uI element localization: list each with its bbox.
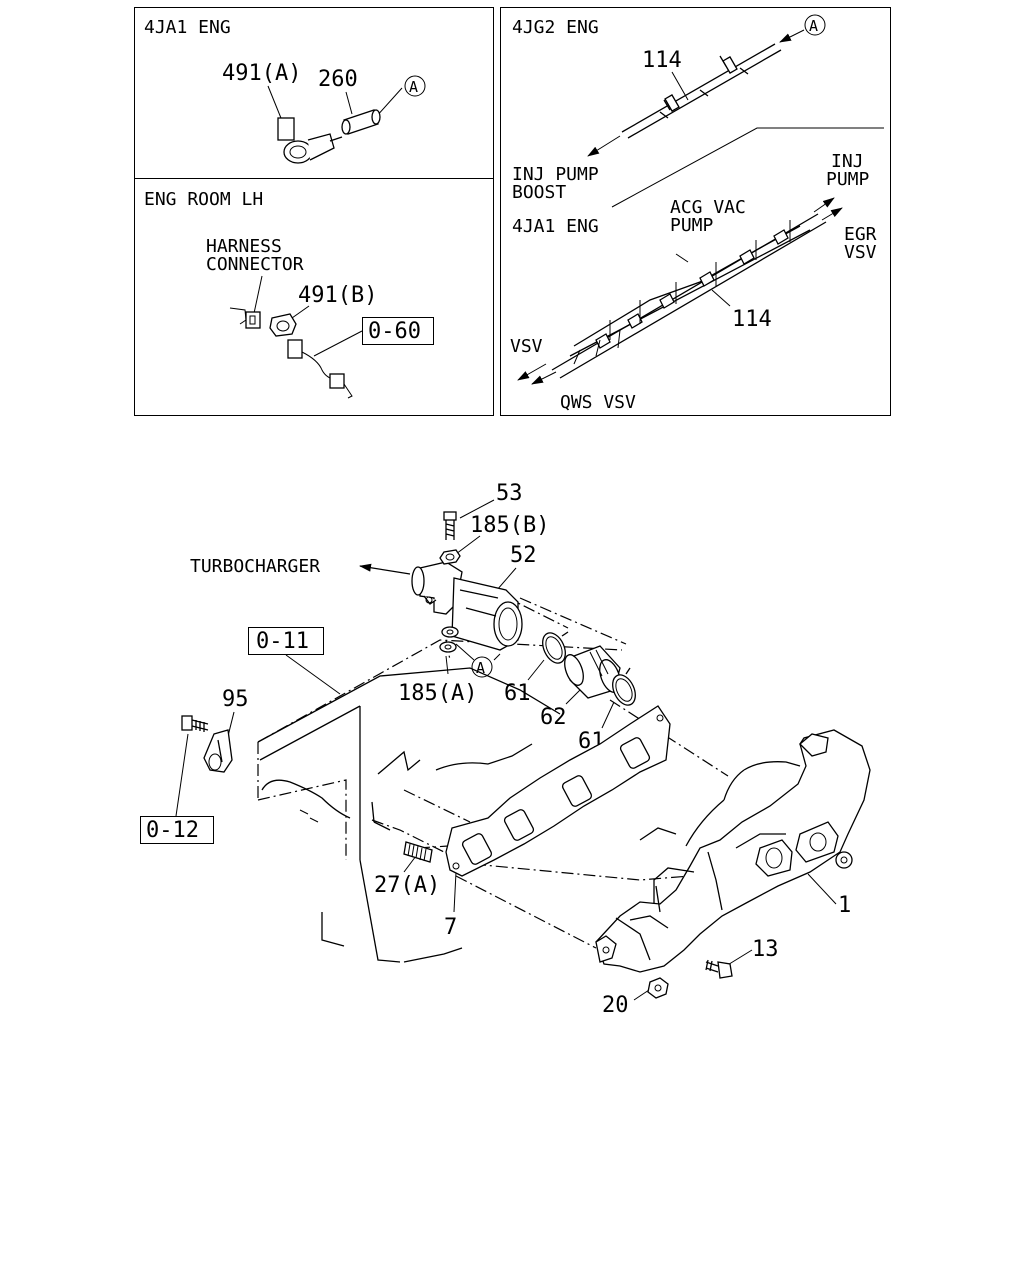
label-185a: 185(A): [398, 681, 477, 706]
inset-panels: [134, 7, 891, 416]
label-egr-vsv: VSV: [844, 242, 877, 263]
label-qws-vsv: QWS VSV: [560, 392, 636, 413]
panel-divider: [611, 127, 884, 208]
label-acg-pump: PUMP: [670, 215, 714, 236]
vacuum-hose-bundle-4ja1: [551, 213, 827, 379]
label-inj: INJ: [831, 151, 864, 172]
label-185b: 185(B): [470, 513, 549, 538]
hose-62: [564, 645, 621, 699]
label-acg-vac: ACG VAC: [670, 197, 746, 218]
label-114-top: 114: [642, 48, 682, 73]
sensor-491b: [269, 313, 297, 337]
label-491a: 491(A): [222, 61, 301, 86]
panel-4jg2-content: 4JG2 ENG 114 A INJ PUMP BOOST: [512, 14, 826, 203]
ref-box-0-60-label: 0-60: [368, 319, 421, 344]
panel-title-4jg2: 4JG2 ENG: [512, 17, 599, 38]
hose-260: [341, 109, 381, 135]
label-13: 13: [752, 937, 779, 962]
ref-a-circle-right: [804, 14, 826, 36]
stud-27a: [403, 841, 433, 863]
ref-box-0-11-label: 0-11: [256, 629, 309, 654]
panel-eng-room-lh-content: ENG ROOM LH HARNESS CONNECTOR 491(B) 0-6…: [144, 189, 434, 399]
ref-a-label: A: [409, 78, 418, 96]
ref-a-label-right: A: [809, 17, 818, 35]
panel-eng-room-lh: [134, 178, 494, 416]
gasket-7: [445, 705, 671, 877]
panel-title-4ja1-hose: 4JA1 ENG: [512, 216, 599, 237]
ref-box-0-11: [248, 627, 324, 655]
vacuum-sensor-491a: [277, 117, 343, 164]
label-52: 52: [510, 543, 537, 568]
label-7: 7: [444, 915, 457, 940]
bolt-53: [443, 511, 457, 540]
panel-4ja1-hose-content: 4JA1 ENG ACG VAC PUMP INJ PUMP EGR VSV V…: [510, 151, 877, 413]
washer-185a: [439, 626, 459, 653]
turbo-outlet-pipe-52: [411, 561, 523, 651]
label-connector: CONNECTOR: [206, 254, 304, 275]
bracket-95: [203, 729, 233, 773]
label-turbocharger: TURBOCHARGER: [190, 556, 320, 577]
main-exploded-view: TURBOCHARGER 53 185(B) 52 0-11 A 185(A) …: [140, 481, 871, 1018]
label-inj-pump2: PUMP: [826, 169, 870, 190]
label-1: 1: [838, 893, 851, 918]
bolt-bracket: [181, 715, 209, 732]
ref-a-main-label: A: [476, 659, 485, 677]
ref-a-circle: [404, 75, 426, 97]
panel-title-4ja1: 4JA1 ENG: [144, 17, 231, 38]
ref-box-0-60: [362, 317, 434, 345]
exhaust-manifold-1: [595, 729, 871, 973]
ref-a-main-circle: [471, 656, 493, 678]
ref-box-0-12-label: 0-12: [146, 818, 199, 843]
label-491b: 491(B): [298, 283, 377, 308]
clamp-61-lower: [612, 667, 636, 706]
panel-4ja1-sensor-content: 4JA1 ENG 491(A) 260 A: [144, 17, 426, 164]
label-114-bottom: 114: [732, 307, 772, 332]
label-harness: HARNESS: [206, 236, 282, 257]
washer-185b: [439, 549, 461, 565]
vacuum-hose-4jg2: [621, 43, 782, 139]
label-27a: 27(A): [374, 873, 440, 898]
harness-connector: [229, 307, 261, 329]
label-inj-pump: INJ PUMP: [512, 164, 599, 185]
label-53: 53: [496, 481, 523, 506]
clamp-61-upper: [542, 631, 569, 664]
nut-20: [647, 977, 669, 999]
sensor-with-lead: [287, 339, 353, 399]
label-95: 95: [222, 687, 249, 712]
label-vsv: VSV: [510, 336, 543, 357]
label-egr: EGR: [844, 224, 877, 245]
panel-title-eng-room: ENG ROOM LH: [144, 189, 263, 210]
label-260: 260: [318, 67, 358, 92]
bolt-13: [705, 959, 733, 979]
panel-vacuum-hose: [500, 7, 891, 416]
ref-box-0-12: [140, 816, 214, 844]
label-62: 62: [540, 705, 567, 730]
label-20: 20: [602, 993, 629, 1018]
label-boost: BOOST: [512, 182, 566, 203]
